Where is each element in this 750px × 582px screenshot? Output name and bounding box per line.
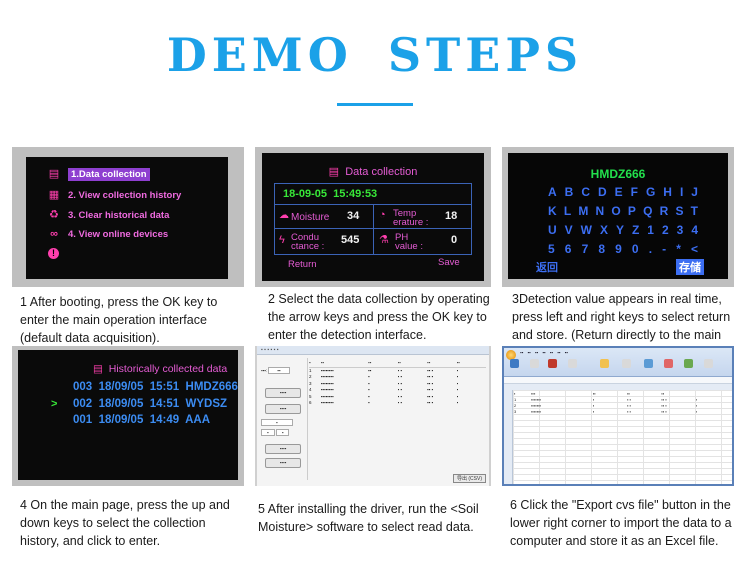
- conductance-value: 545: [341, 234, 360, 246]
- step4-panel: ▤ Historically collected data 003 18/09/…: [12, 346, 244, 486]
- selection-cursor: >: [51, 398, 58, 410]
- table-row[interactable]: 3▪▪▪▪▪▪▪▪▪▪ ▪▪▪ ▪▪: [309, 380, 459, 386]
- tool-icon[interactable]: [622, 359, 631, 368]
- software-window: ▪ ▪ ▪ ▪ ▪ ▪ ▪▪▪: ▪▪ ▪▪▪▪ ▪▪▪▪ ▪ ▪ ▪ ▪▪▪▪…: [257, 346, 489, 486]
- inbox-icon: ▤: [93, 363, 103, 375]
- settings-button[interactable]: ▪▪▪▪: [265, 444, 301, 454]
- history-row[interactable]: 002 18/09/05 14:51 WYDSZ: [73, 398, 228, 410]
- open-port-button[interactable]: ▪▪▪▪: [265, 388, 301, 398]
- step4-caption: 4 On the main page, press the up and dow…: [20, 498, 230, 548]
- tool-icon[interactable]: [644, 359, 653, 368]
- ph-value: 0: [451, 234, 458, 246]
- table-row[interactable]: 2▪▪▪▪▪▪▪▪▪▪ ▪▪▪ ▪▪: [309, 374, 459, 379]
- step6-panel: ▪▪ ▪▪ ▪▪ ▪▪ ▪▪ ▪▪ ▪▪ ▪▪▪▪▪▪▪▪▪▪ 1▪▪▪▪▪▪▪…: [502, 346, 734, 486]
- sheet-row[interactable]: 2▪▪▪▪▪▪▪▪▪ ▪▪▪ ▪▪: [514, 403, 698, 408]
- info-icon: !: [48, 248, 59, 259]
- excel-window: ▪▪ ▪▪ ▪▪ ▪▪ ▪▪ ▪▪ ▪▪ ▪▪▪▪▪▪▪▪▪▪ 1▪▪▪▪▪▪▪…: [504, 348, 732, 484]
- tool-icon[interactable]: [568, 359, 577, 368]
- read-data-button[interactable]: ▪▪▪▪: [265, 404, 301, 414]
- moisture-value: 34: [347, 210, 360, 222]
- datetime: 18-09-05 15:49:53: [283, 188, 378, 200]
- screen-title: ▤ Historically collected data: [93, 363, 228, 375]
- sheet-rows: ▪▪▪▪▪▪▪▪▪▪ 1▪▪▪▪▪▪▪▪▪ ▪▪▪ ▪▪ 2▪▪▪▪▪▪▪▪▪ …: [514, 391, 730, 415]
- moisture-label: Moisture: [291, 212, 330, 223]
- step2-caption: 2 Select the data collection by operatin…: [268, 292, 490, 342]
- range-field[interactable]: ▪ ▪: [261, 429, 290, 436]
- data-table: ▪▪▪▪▪▪▪▪▪▪▪ 1▪▪▪▪▪▪▪▪▪▪▪ ▪▪▪ ▪▪ 2▪▪▪▪▪▪▪…: [309, 360, 486, 407]
- office-button-icon[interactable]: [506, 350, 516, 360]
- trash-icon: ♻: [49, 209, 59, 221]
- inbox-icon: ▤: [328, 166, 340, 178]
- tool-icon[interactable]: [704, 359, 713, 368]
- tool-icon[interactable]: [548, 359, 557, 368]
- return-button[interactable]: Return: [288, 259, 317, 270]
- table-row[interactable]: 5▪▪▪▪▪▪▪▪▪▪ ▪▪▪ ▪▪: [309, 393, 459, 399]
- step1-panel: ▤1.Data collection ▦2. View collection h…: [12, 147, 244, 287]
- menu-item-clear-data[interactable]: ♻3. Clear historical data: [49, 209, 170, 221]
- sheet-row[interactable]: 3▪▪▪▪▪▪▪▪▪ ▪▪▪ ▪▪: [514, 409, 698, 414]
- chart-icon: ▦: [48, 189, 60, 201]
- sheet-grid[interactable]: [513, 390, 732, 484]
- menu-item-info[interactable]: !: [48, 248, 59, 259]
- moisture-icon: ☁: [279, 210, 289, 221]
- flask-icon: ⚗: [379, 234, 389, 246]
- page-title: DEMO STEPS: [166, 28, 584, 82]
- history-row[interactable]: 003 18/09/05 15:51 HMDZ666: [73, 381, 238, 393]
- step2-screen: ▤ Data collection 18-09-05 15:49:53 ☁ Mo…: [262, 153, 484, 281]
- table-row[interactable]: 6▪▪▪▪▪▪▪▪▪▪ ▪▪▪ ▪▪: [309, 400, 459, 405]
- lightning-icon: ϟ: [279, 234, 285, 246]
- tool-icon[interactable]: [684, 359, 693, 368]
- device-name: HMDZ666: [590, 167, 646, 181]
- ribbon-tabs[interactable]: ▪▪ ▪▪ ▪▪ ▪▪ ▪▪ ▪▪ ▪▪: [520, 350, 568, 355]
- thermometer-icon: ◔: [379, 209, 386, 221]
- inbox-icon: ▤: [48, 168, 60, 180]
- tool-icon[interactable]: [600, 359, 609, 368]
- tool-icon[interactable]: [510, 359, 519, 368]
- sheet-row[interactable]: 1▪▪▪▪▪▪▪▪▪ ▪▪▪ ▪▪: [514, 397, 698, 402]
- step6-caption: 6 Click the "Export cvs file" button in …: [510, 498, 732, 548]
- menu-item-data-collection[interactable]: ▤1.Data collection: [48, 167, 150, 181]
- save-button[interactable]: Save: [438, 257, 460, 268]
- sheet-row[interactable]: ▪▪▪▪▪▪▪▪▪▪: [514, 391, 665, 396]
- step5-caption: 5 After installing the driver, run the <…: [258, 502, 479, 534]
- export-csv-button[interactable]: 导出 (CSV): [452, 474, 486, 483]
- table-header: ▪▪▪▪▪▪▪▪▪▪▪: [309, 360, 486, 368]
- step1-caption: 1 After booting, press the OK key to ent…: [20, 295, 218, 345]
- step4-screen: ▤ Historically collected data 003 18/09/…: [18, 350, 238, 480]
- port-field[interactable]: ▪▪▪: ▪▪: [261, 367, 290, 374]
- window-titlebar: ▪ ▪ ▪ ▪ ▪ ▪: [257, 346, 489, 355]
- screen-title: ▤ Data collection: [328, 166, 418, 178]
- formula-bar[interactable]: [504, 377, 732, 384]
- store-button[interactable]: 存储: [676, 259, 704, 275]
- clear-button[interactable]: ▪▪▪▪: [265, 458, 301, 468]
- step5-panel: ▪ ▪ ▪ ▪ ▪ ▪ ▪▪▪: ▪▪ ▪▪▪▪ ▪▪▪▪ ▪ ▪ ▪ ▪▪▪▪…: [255, 346, 491, 486]
- table-row[interactable]: 4▪▪▪▪▪▪▪▪▪▪ ▪▪▪ ▪▪: [309, 387, 459, 392]
- history-row[interactable]: 001 18/09/05 14:49 AAA: [73, 414, 211, 426]
- menu-item-view-history[interactable]: ▦2. View collection history: [48, 189, 182, 201]
- return-button[interactable]: 返回: [536, 262, 558, 274]
- row-headers: [504, 390, 513, 484]
- control-pane: ▪▪▪: ▪▪ ▪▪▪▪ ▪▪▪▪ ▪ ▪ ▪ ▪▪▪▪ ▪▪▪▪: [259, 358, 308, 480]
- excel-ribbon: ▪▪ ▪▪ ▪▪ ▪▪ ▪▪ ▪▪ ▪▪: [504, 348, 732, 377]
- date-field[interactable]: ▪: [261, 419, 293, 426]
- step2-panel: ▤ Data collection 18-09-05 15:49:53 ☁ Mo…: [255, 147, 491, 287]
- step1-screen: ▤1.Data collection ▦2. View collection h…: [26, 157, 228, 279]
- menu-item-online-devices[interactable]: ∞4. View online devices: [48, 228, 168, 240]
- link-icon: ∞: [50, 228, 58, 240]
- tool-icon[interactable]: [664, 359, 673, 368]
- table-row[interactable]: 1▪▪▪▪▪▪▪▪▪▪▪ ▪▪▪ ▪▪: [309, 367, 459, 373]
- title-underline: [337, 103, 413, 106]
- tool-icon[interactable]: [530, 359, 539, 368]
- temp-value: 18: [445, 210, 458, 222]
